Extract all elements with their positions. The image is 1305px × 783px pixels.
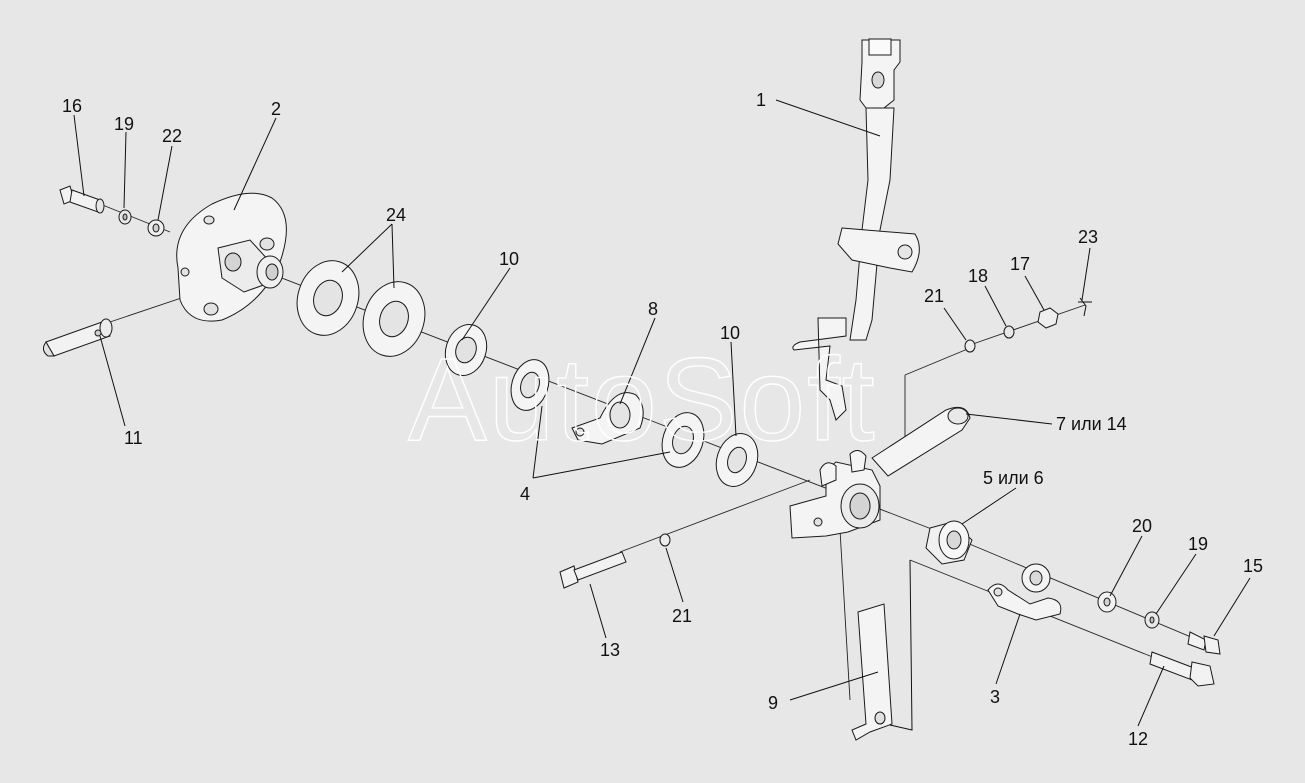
label-1: 1: [756, 90, 766, 110]
part-17-nut: [1037, 307, 1059, 329]
part-8-plate: [571, 392, 644, 445]
label-7-or-14: 7 или 14: [1056, 414, 1127, 434]
label-13: 13: [600, 640, 620, 660]
label-10-left: 10: [499, 249, 519, 269]
label-23: 23: [1078, 227, 1098, 247]
label-22: 22: [162, 126, 182, 146]
part-5-6-bushing: [925, 520, 973, 565]
washer-hole: [1149, 616, 1155, 624]
label-12: 12: [1128, 729, 1148, 749]
label-2: 2: [271, 99, 281, 119]
label-17: 17: [1010, 254, 1030, 274]
part-23-cotter-pin: [1078, 297, 1092, 317]
part-13-bolt: [559, 551, 627, 589]
callout-labels: 16 19 22 2 24 10 8 10 11 4 1 7 или 14 5 …: [62, 90, 1263, 749]
part-1-lever-rod: [792, 38, 920, 421]
leader-lines: [73, 99, 1251, 727]
label-5-or-6: 5 или 6: [983, 468, 1044, 488]
label-18: 18: [968, 266, 988, 286]
part-24-large-washers: [296, 260, 426, 357]
part-3-bracket: [987, 563, 1062, 621]
label-3: 3: [990, 687, 1000, 707]
label-11: 11: [124, 428, 143, 448]
label-9: 9: [768, 693, 778, 713]
part-21-washer-lower: [659, 533, 671, 547]
part-7-14-lever-arm: [789, 406, 971, 539]
label-4: 4: [520, 484, 530, 504]
watermark-text: AutoSoft: [408, 334, 877, 466]
label-21-lower: 21: [672, 606, 692, 626]
label-16: 16: [62, 96, 82, 116]
part-10-bushing-right: [715, 433, 759, 487]
part-11-pin: [42, 318, 113, 357]
label-24: 24: [386, 205, 406, 225]
part-4-rings: [510, 359, 705, 468]
label-10-right: 10: [720, 323, 740, 343]
part-2-flange-plate: [176, 192, 287, 322]
part-21-washer-upper: [964, 339, 976, 353]
part-10-bushing-left: [444, 324, 488, 376]
part-15-bolt: [1187, 631, 1221, 655]
label-8: 8: [648, 299, 658, 319]
washer-hole: [1103, 597, 1111, 607]
part-18-washer: [1003, 325, 1015, 339]
label-21-upper: 21: [924, 286, 944, 306]
washer-hole: [152, 223, 160, 233]
part-16-bolt: [59, 185, 105, 214]
label-19-left: 19: [114, 114, 134, 134]
label-19-right: 19: [1188, 534, 1208, 554]
label-20: 20: [1132, 516, 1152, 536]
washer-hole: [122, 213, 128, 221]
label-15: 15: [1243, 556, 1263, 576]
part-9-plate: [851, 559, 913, 741]
part-12-bolt: [1149, 651, 1215, 687]
